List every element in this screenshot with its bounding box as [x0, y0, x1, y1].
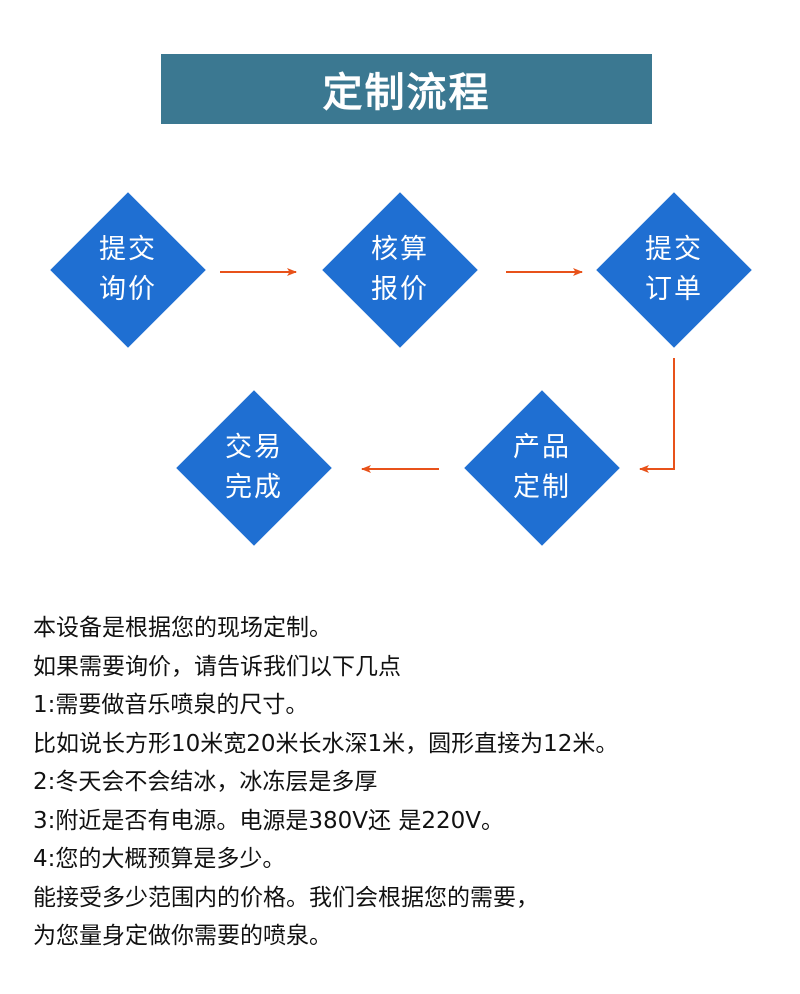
step-label-line2: 订单: [645, 274, 703, 305]
step-label-line1: 产品: [513, 432, 571, 463]
step-calculate-quote: 核算 报价: [322, 192, 478, 348]
description-line: 1:需要做音乐喷泉的尺寸。: [33, 692, 309, 718]
step-label-line2: 询价: [99, 274, 157, 305]
page-title: 定制流程: [322, 70, 491, 116]
step-submit-inquiry: 提交 询价: [50, 192, 206, 348]
step-label: 交易 完成: [214, 428, 294, 508]
description-block: 本设备是根据您的现场定制。 如果需要询价，请告诉我们以下几点 1:需要做音乐喷泉…: [33, 609, 793, 956]
description-line: 比如说长方形10米宽20米长水深1米，圆形直接为12米。: [33, 730, 619, 757]
step-label-line2: 定制: [513, 472, 571, 503]
step-label: 提交 订单: [634, 230, 714, 310]
step-transaction-complete: 交易 完成: [176, 390, 332, 546]
step-product-customization: 产品 定制: [464, 390, 620, 546]
step-label-line1: 核算: [371, 234, 429, 265]
step-label-line2: 报价: [371, 274, 429, 305]
description-line: 3:附近是否有电源。电源是380V还 是220V。: [33, 807, 504, 834]
step-label-line1: 提交: [645, 234, 703, 265]
step-submit-order: 提交 订单: [596, 192, 752, 348]
step-label: 产品 定制: [502, 428, 582, 508]
title-banner: 定制流程: [161, 54, 652, 124]
step-label-line1: 提交: [99, 234, 157, 265]
description-line: 能接受多少范围内的价格。我们会根据您的需要，: [33, 884, 539, 911]
step-label: 提交 询价: [88, 230, 168, 310]
description-line: 2:冬天会不会结冰，冰冻层是多厚: [33, 769, 378, 795]
description-line: 本设备是根据您的现场定制。: [33, 615, 332, 641]
step-label-line1: 交易: [225, 432, 283, 463]
description-line: 为您量身定做你需要的喷泉。: [33, 923, 332, 949]
description-line: 4:您的大概预算是多少。: [33, 846, 286, 872]
description-line: 如果需要询价，请告诉我们以下几点: [33, 653, 401, 680]
step-label: 核算 报价: [360, 230, 440, 310]
arrow-elbow-icon: [639, 358, 675, 473]
step-label-line2: 完成: [225, 472, 283, 503]
